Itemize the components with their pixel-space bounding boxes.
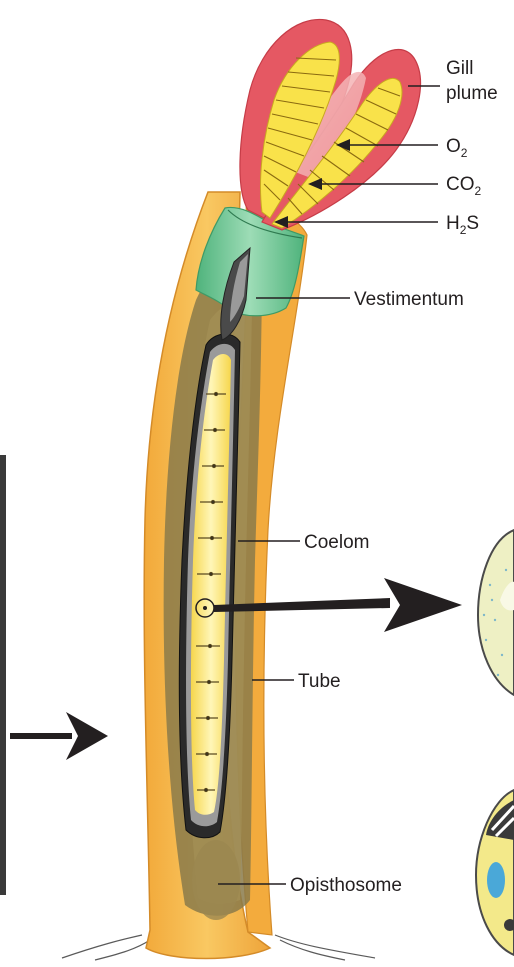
gill-plume-label: Gill: [446, 58, 473, 79]
coelom-label: Coelom: [304, 532, 369, 553]
inset-upper: [478, 530, 514, 695]
gill-plume-label-line2: plume: [446, 83, 498, 104]
tube-label: Tube: [298, 671, 341, 692]
h2s-label: H2S: [446, 213, 479, 237]
opisthosome: [192, 840, 240, 920]
inset-lower: [476, 790, 514, 955]
co2-label: CO2: [446, 174, 482, 198]
o2-label: O2: [446, 136, 468, 160]
vestimentum-label: Vestimentum: [354, 289, 464, 310]
opisthosome-label: Opisthosome: [290, 875, 402, 896]
left-arrow: [10, 712, 108, 760]
left-edge-fragment: [0, 455, 6, 895]
